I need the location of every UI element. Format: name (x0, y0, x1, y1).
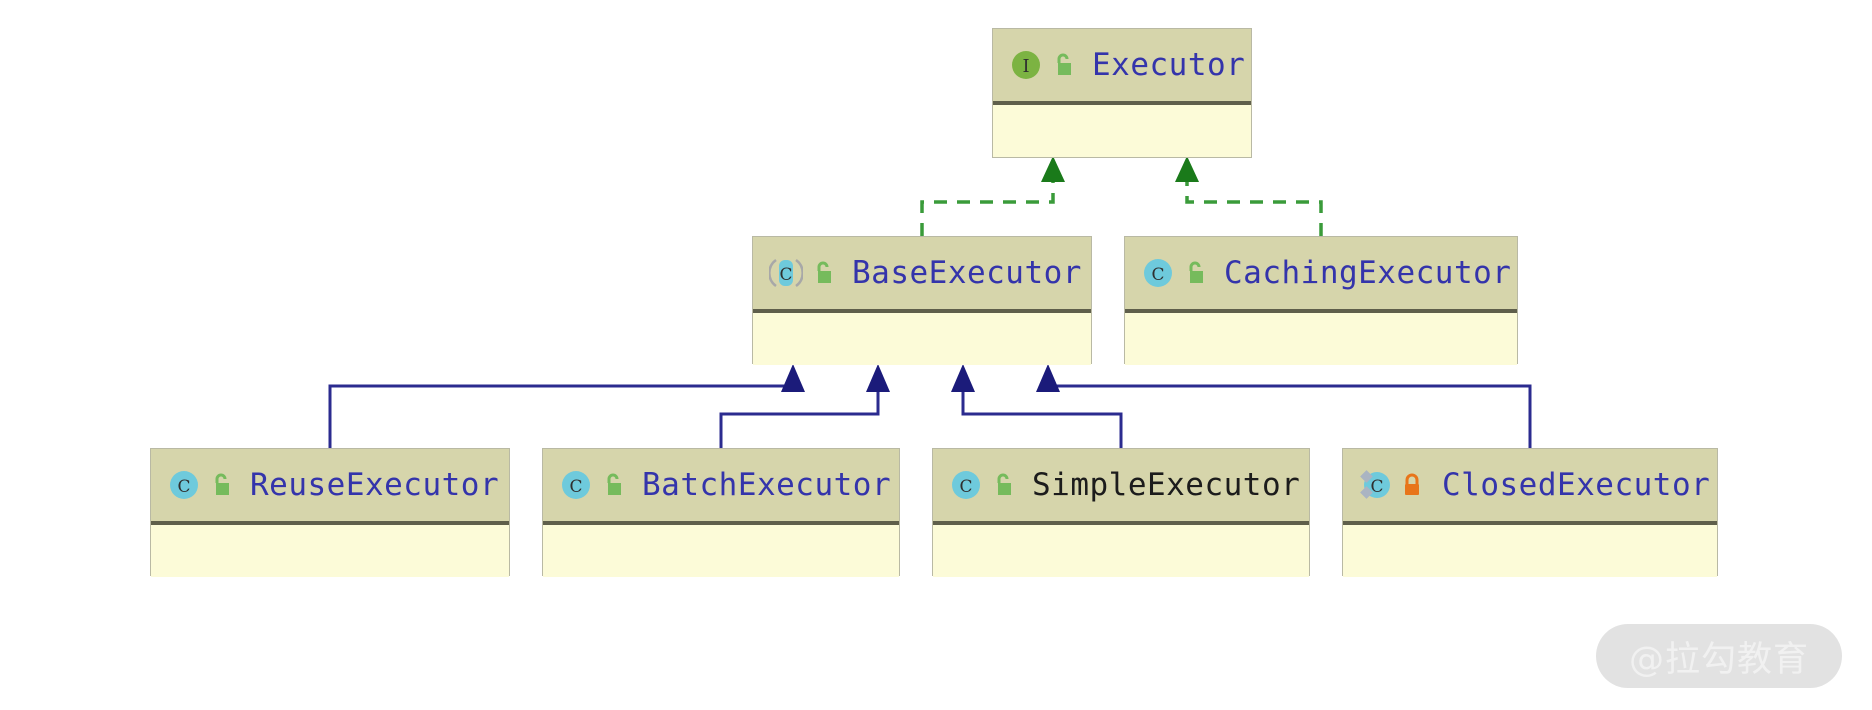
class-icon-group-reuse-executor: C (167, 468, 232, 502)
edge-closed-executor-extends-base-executor (1036, 364, 1532, 448)
svg-text:C: C (1370, 477, 1383, 497)
class-box-batch-executor[interactable]: C BatchExecutor (542, 448, 900, 577)
class-name-base-executor: BaseExecutor (852, 255, 1082, 291)
class-box-executor[interactable]: I Executor (992, 28, 1252, 158)
lock-open-icon (810, 260, 834, 286)
class-header-base-executor: C BaseExecutor (753, 237, 1091, 313)
class-name-reuse-executor: ReuseExecutor (250, 467, 500, 503)
class-name-executor: Executor (1092, 47, 1246, 83)
class-header-executor: I Executor (993, 29, 1251, 105)
class-icon-group-closed-executor: C (1359, 468, 1424, 502)
lock-open-icon (1050, 52, 1074, 78)
class-members-batch-executor (543, 525, 899, 577)
class-name-batch-executor: BatchExecutor (642, 467, 892, 503)
class-icon-group-base-executor: C (769, 256, 834, 290)
class-header-batch-executor: C BatchExecutor (543, 449, 899, 525)
watermark: @拉勾教育 (1596, 624, 1842, 688)
class-icon-group-caching-executor: C (1141, 256, 1206, 290)
class-icon: C (949, 468, 983, 502)
lock-closed-icon (1400, 472, 1424, 498)
edge-simple-executor-extends-base-executor (951, 364, 1123, 448)
svg-text:C: C (779, 265, 792, 285)
watermark-text: @拉勾教育 (1628, 639, 1809, 680)
svg-text:I: I (1022, 56, 1029, 77)
class-icon: C (1141, 256, 1175, 290)
class-icon-group-batch-executor: C (559, 468, 624, 502)
edge-reuse-executor-extends-base-executor (328, 364, 805, 448)
class-box-reuse-executor[interactable]: C ReuseExecutor (150, 448, 510, 577)
svg-text:C: C (959, 477, 972, 497)
class-name-simple-executor: SimpleExecutor (1032, 467, 1301, 503)
class-members-reuse-executor (151, 525, 509, 577)
class-box-simple-executor[interactable]: C SimpleExecutor (932, 448, 1310, 577)
class-box-caching-executor[interactable]: C CachingExecutor (1124, 236, 1518, 365)
lock-open-icon (990, 472, 1014, 498)
edge-caching-executor-implements-executor (1175, 156, 1323, 236)
svg-text:C: C (569, 477, 582, 497)
class-members-closed-executor (1343, 525, 1717, 577)
class-box-closed-executor[interactable]: C ClosedExecutor (1342, 448, 1718, 577)
lock-open-icon (600, 472, 624, 498)
class-members-executor (993, 105, 1251, 157)
class-box-base-executor[interactable]: C BaseExecutor (752, 236, 1092, 365)
abstract-class-icon: C (769, 256, 803, 290)
class-header-caching-executor: C CachingExecutor (1125, 237, 1517, 313)
class-members-caching-executor (1125, 313, 1517, 365)
interface-icon: I (1009, 48, 1043, 82)
class-icon: C (167, 468, 201, 502)
edge-batch-executor-extends-base-executor (719, 364, 890, 448)
class-name-closed-executor: ClosedExecutor (1442, 467, 1711, 503)
class-icon-group-executor: I (1009, 48, 1074, 82)
class-header-reuse-executor: C ReuseExecutor (151, 449, 509, 525)
class-icon: C (559, 468, 593, 502)
class-members-simple-executor (933, 525, 1309, 577)
class-icon-group-simple-executor: C (949, 468, 1014, 502)
svg-text:C: C (177, 477, 190, 497)
lock-open-icon (1182, 260, 1206, 286)
class-header-simple-executor: C SimpleExecutor (933, 449, 1309, 525)
svg-text:C: C (1151, 265, 1164, 285)
edge-base-executor-implements-executor (920, 156, 1065, 236)
lock-open-icon (208, 472, 232, 498)
class-members-base-executor (753, 313, 1091, 365)
class-name-caching-executor: CachingExecutor (1224, 255, 1512, 291)
static-class-icon: C (1359, 468, 1393, 502)
class-header-closed-executor: C ClosedExecutor (1343, 449, 1717, 525)
